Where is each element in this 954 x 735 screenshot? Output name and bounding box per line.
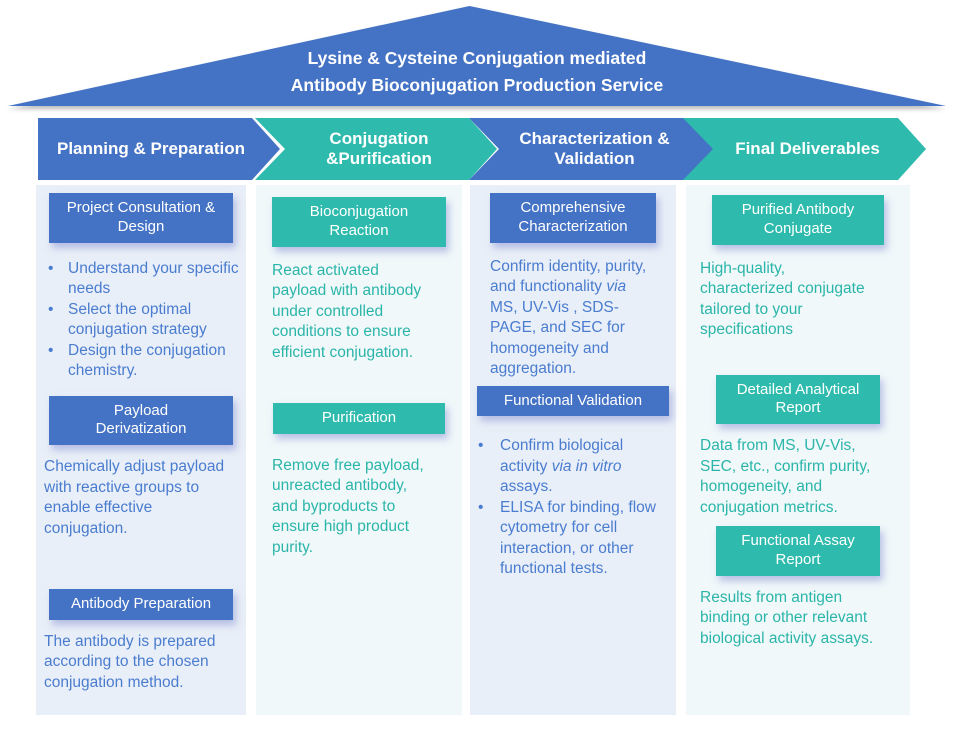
header-detailed-analytical-report: Detailed Analytical Report bbox=[716, 374, 880, 425]
column-conjugation: Bioconjugation Reaction React activated … bbox=[256, 185, 462, 715]
bullet-marker: • bbox=[48, 259, 54, 277]
bullet-text: Design the conjugation chemistry. bbox=[68, 341, 226, 380]
column-planning: Project Consultation & Design • Understa… bbox=[36, 185, 246, 715]
text-purified-antibody-conjugate-desc: High-quality, characterized conjugate ta… bbox=[700, 259, 865, 339]
stage-label: Characterization & bbox=[519, 128, 670, 148]
bullet-text: Select the optimal conjugation strategy bbox=[68, 300, 207, 339]
stage-label: Final Deliverables bbox=[735, 138, 880, 158]
header-comprehensive-characterization: Comprehensive Characterization bbox=[490, 193, 656, 243]
bullet-marker: • bbox=[478, 498, 484, 516]
banner-title-line1: Lysine & Cysteine Conjugation mediated bbox=[307, 47, 647, 68]
stage-label: Planning & Preparation bbox=[57, 138, 245, 158]
column-deliverables: Purified Antibody Conjugate High-quality… bbox=[686, 185, 910, 715]
text-detailed-analytical-report-desc: Data from MS, UV-Vis, SEC, etc., confirm… bbox=[700, 437, 871, 516]
banner-roof: Lysine & Cysteine Conjugation mediated A… bbox=[8, 6, 946, 106]
text-segment-italic: via bbox=[606, 278, 627, 296]
header-purification: Purification bbox=[273, 403, 445, 434]
header-purified-antibody-conjugate: Purified Antibody Conjugate bbox=[712, 195, 884, 245]
stage-label: Conjugation bbox=[329, 128, 429, 148]
bullet-item: • Understand your specific needs bbox=[48, 259, 240, 300]
header-functional-validation: Functional Validation bbox=[477, 385, 669, 417]
bullet-list-functional-validation: • Confirm biological activity via in vit… bbox=[470, 436, 676, 579]
stage-arrow-conjugation: Conjugation &Purification bbox=[255, 118, 497, 180]
text-segment-italic: via in vitro bbox=[551, 457, 622, 475]
bullet-text: Understand your specific needs bbox=[68, 259, 239, 298]
bullet-text: ELISA for binding, flow cytometry for ce… bbox=[500, 498, 656, 578]
content-columns: Project Consultation & Design • Understa… bbox=[0, 185, 954, 715]
banner-title: Lysine & Cysteine Conjugation mediated A… bbox=[8, 45, 946, 99]
bullet-item: • ELISA for binding, flow cytometry for … bbox=[478, 498, 662, 580]
text-segment: assays. bbox=[500, 478, 553, 496]
banner-title-line2: Antibody Bioconjugation Production Servi… bbox=[290, 74, 664, 95]
text-segment: Confirm identity, purity, and functional… bbox=[490, 257, 647, 296]
stage-label: &Purification bbox=[326, 149, 432, 168]
bullet-marker: • bbox=[48, 300, 54, 318]
stage-arrow-characterization: Characterization & Validation bbox=[469, 118, 714, 180]
bullet-item: • Design the conjugation chemistry. bbox=[48, 341, 240, 382]
text-comprehensive-characterization-desc: Confirm identity, purity, and functional… bbox=[470, 257, 676, 380]
text-payload-derivatization-desc: Chemically adjust payload with reactive … bbox=[44, 458, 225, 537]
text-purification-desc: Remove free payload, unreacted antibody,… bbox=[272, 456, 424, 556]
text-functional-assay-report-desc: Results from antigen binding or other re… bbox=[700, 588, 874, 647]
text-antibody-preparation-desc: The antibody is prepared according to th… bbox=[44, 632, 216, 691]
bullet-marker: • bbox=[478, 437, 484, 455]
column-characterization: Comprehensive Characterization Confirm i… bbox=[470, 185, 676, 715]
stage-label: Validation bbox=[554, 149, 635, 168]
bullet-text: Confirm biological activity via in vitro… bbox=[500, 436, 662, 497]
header-functional-assay-report: Functional Assay Report bbox=[716, 526, 880, 576]
bullet-item: • Select the optimal conjugation strateg… bbox=[48, 300, 240, 341]
header-payload-derivatization: Payload Derivatization bbox=[49, 395, 233, 446]
stage-arrow-planning: Planning & Preparation bbox=[38, 118, 280, 180]
text-segment: Confirm biological activity bbox=[500, 437, 624, 475]
bullet-marker: • bbox=[48, 341, 54, 359]
header-bioconjugation-reaction: Bioconjugation Reaction bbox=[272, 197, 446, 247]
text-segment: MS, UV-Vis , SDS-PAGE, and SEC for homog… bbox=[490, 298, 625, 378]
text-bioconjugation-reaction-desc: React activated payload with antibody un… bbox=[272, 261, 422, 361]
header-project-consultation-design: Project Consultation & Design bbox=[49, 193, 233, 243]
bullet-item: • Confirm biological activity via in vit… bbox=[478, 436, 662, 497]
bullet-list-project-consultation: • Understand your specific needs • Selec… bbox=[36, 259, 246, 382]
header-antibody-preparation: Antibody Preparation bbox=[49, 589, 233, 620]
stage-arrow-deliverables: Final Deliverables bbox=[683, 118, 926, 180]
stage-arrows: Planning & Preparation Conjugation &Puri… bbox=[0, 118, 954, 180]
